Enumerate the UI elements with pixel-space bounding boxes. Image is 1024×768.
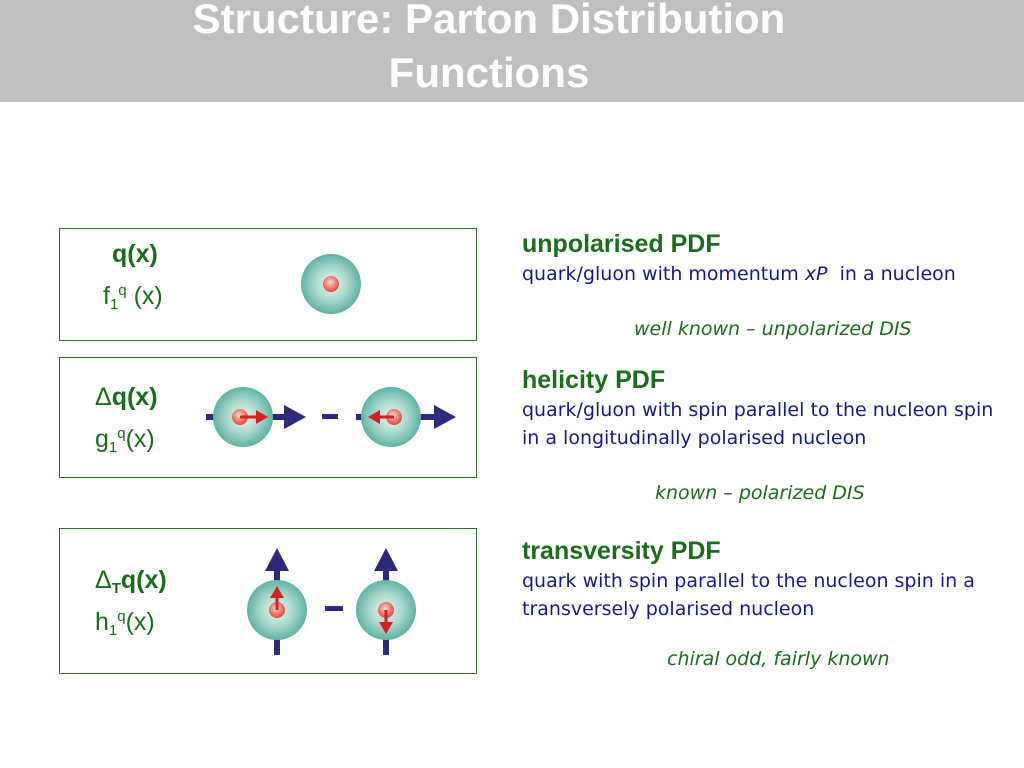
helicity-diagram <box>206 387 456 447</box>
transversity-title: transversity PDF <box>522 536 1002 566</box>
transversity-diagram <box>247 548 416 655</box>
axis-arrowhead-right <box>374 548 398 571</box>
helicity-title: helicity PDF <box>522 365 1002 395</box>
unpolarised-description: unpolarised PDF quark/gluon with momentu… <box>522 229 1002 288</box>
helicity-body: quark/gluon with spin parallel to the nu… <box>522 396 1002 452</box>
unpolarised-nucleon-diagram <box>301 254 361 314</box>
transversity-note: chiral odd, fairly known <box>667 648 890 670</box>
helicity-note: known – polarized DIS <box>655 482 865 504</box>
transversity-description: transversity PDF quark with spin paralle… <box>522 536 1002 623</box>
axis-arrowhead-right <box>434 405 456 429</box>
unpolarised-body-italic: xP <box>805 263 828 285</box>
quark-dot <box>323 276 339 292</box>
unpolarised-body-prefix: quark/gluon with momentum <box>522 263 805 285</box>
minus-sign <box>325 606 343 611</box>
unpolarised-body: quark/gluon with momentum xP in a nucleo… <box>522 260 972 288</box>
unpolarised-note: well known – unpolarized DIS <box>634 318 912 340</box>
helicity-description: helicity PDF quark/gluon with spin paral… <box>522 365 1002 452</box>
axis-arrowhead-left <box>284 405 306 429</box>
unpolarised-title: unpolarised PDF <box>522 229 1002 259</box>
unpolarised-body-suffix: in a nucleon <box>828 263 956 285</box>
transversity-body: quark with spin parallel to the nucleon … <box>522 567 992 623</box>
axis-arrowhead-left <box>265 548 289 571</box>
minus-sign <box>322 414 338 419</box>
